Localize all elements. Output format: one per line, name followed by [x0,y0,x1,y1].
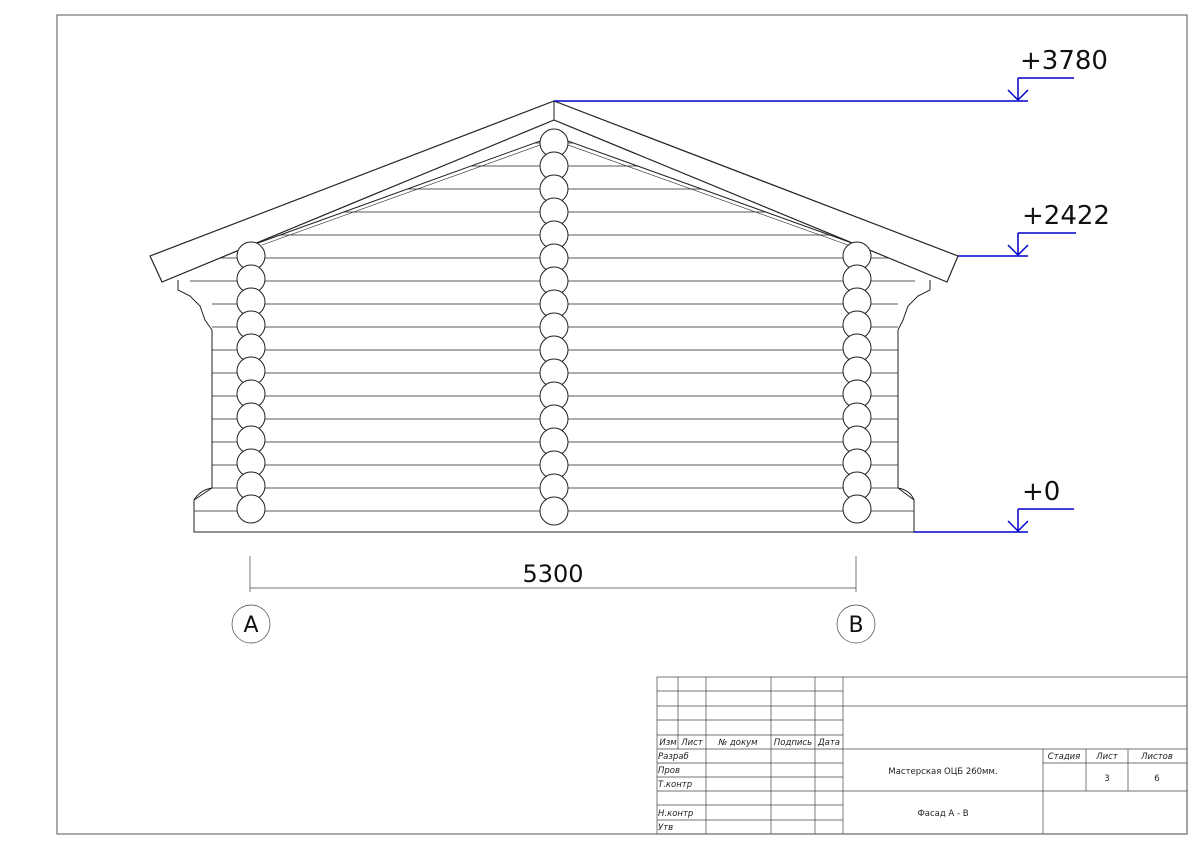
elevation-label-bottom: +0 [1022,477,1060,507]
right-base-curve [897,487,915,501]
tb-header-izm: Изм [659,738,677,748]
tb-header-list: Лист [680,738,704,748]
tb-row-tkontr: Т.контр [658,780,692,790]
tb-sheets-value: 6 [1154,774,1159,784]
title-block: Изм Лист № докум Подпись Дата Разраб Про… [656,676,1188,835]
tb-row-razrab: Разраб [658,752,689,762]
elevation-label-middle: +2422 [1022,201,1110,231]
building-facade [149,100,959,533]
wall-outline [193,330,915,533]
tb-row-nkontr: Н.контр [658,809,693,819]
left-bracket [177,280,213,331]
elevation-label-top: +3780 [1020,46,1108,76]
elevation-marker-top: +3780 [554,46,1108,102]
tb-row-prov: Пров [658,766,680,776]
axis-label-b: В [848,613,863,638]
sheet-border [56,14,1188,835]
tb-header-date: Дата [817,738,840,748]
tb-sheet-title: Фасад А - В [917,809,968,819]
log-end-right [842,494,872,524]
axis-marker-a: А [231,604,271,644]
log-end-left [236,494,266,524]
left-base-curve [193,487,213,501]
tb-header-sign: Подпись [774,738,812,748]
dimension-line: 5300 [249,556,857,592]
log-end-center [539,496,569,526]
tb-stage-label: Стадия [1048,752,1081,762]
axis-marker-b: В [836,604,876,644]
axis-label-a: А [243,613,258,638]
right-bracket [897,280,931,331]
elevation-marker-middle: +2422 [958,201,1110,257]
tb-sheets-label: Листов [1140,752,1173,762]
elevation-marker-bottom: +0 [914,477,1074,533]
tb-row-utv: Утв [658,823,673,833]
tb-sheet-value: 3 [1104,774,1109,784]
tb-project-name: Мастерская ОЦБ 260мм. [888,767,997,777]
tb-sheet-label: Лист [1095,752,1119,762]
tb-header-doc: № докум [717,738,758,748]
dimension-label: 5300 [522,560,583,588]
